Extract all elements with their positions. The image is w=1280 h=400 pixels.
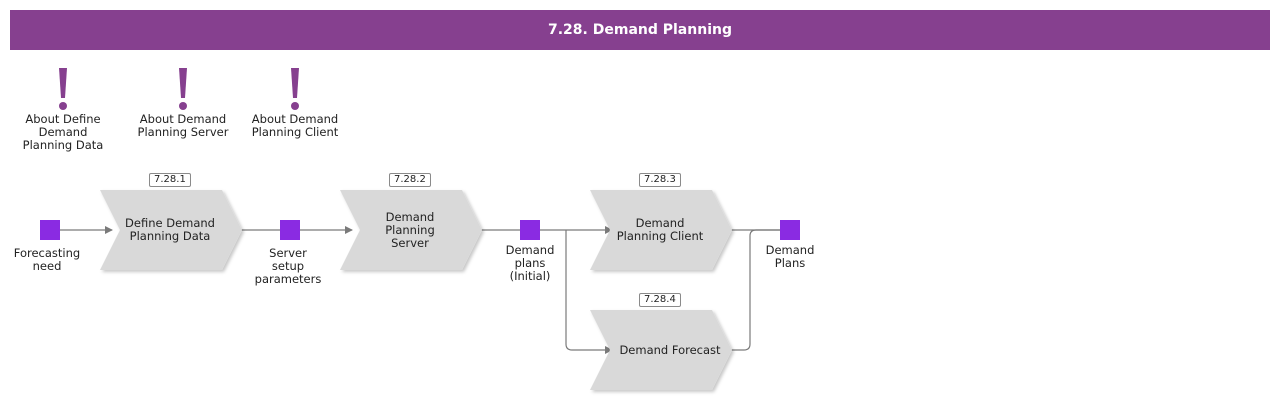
about-demand-planning-server-link[interactable]: About Demand Planning Server xyxy=(128,68,238,139)
process-demand-planning-client[interactable] xyxy=(590,190,732,270)
event-demand-plans[interactable] xyxy=(780,220,800,240)
process-id-badge: 7.28.4 xyxy=(639,293,681,307)
exclamation-icon xyxy=(179,68,187,110)
exclamation-icon xyxy=(291,68,299,110)
exclamation-icon xyxy=(59,68,67,110)
process-id-badge: 7.28.3 xyxy=(639,173,681,187)
event-label: Forecasting need xyxy=(13,246,81,273)
process-label: Demand Planning Client xyxy=(616,216,704,243)
process-demand-forecast[interactable] xyxy=(590,310,732,390)
about-link-label: About Demand Planning Server xyxy=(137,112,229,139)
about-demand-planning-client-link[interactable]: About Demand Planning Client xyxy=(240,68,350,139)
about-define-demand-planning-data-link[interactable]: About Define Demand Planning Data xyxy=(8,68,118,152)
event-label: Demand plans (Initial) xyxy=(505,243,555,283)
page-title: 7.28. Demand Planning xyxy=(10,10,1270,50)
process-label: Demand Forecast xyxy=(619,342,721,357)
event-demand-plans-initial[interactable] xyxy=(520,220,540,240)
process-label: Define Demand Planning Data xyxy=(125,216,215,243)
event-label: Server setup parameters xyxy=(254,246,322,286)
about-link-label: About Demand Planning Client xyxy=(251,112,339,139)
event-label: Demand Plans xyxy=(765,243,815,270)
connector xyxy=(565,230,613,354)
process-demand-planning-server[interactable] xyxy=(340,190,482,270)
event-server-setup-parameters[interactable] xyxy=(280,220,300,240)
event-forecasting-need[interactable] xyxy=(40,220,60,240)
process-id-badge: 7.28.1 xyxy=(149,173,191,187)
process-id-badge: 7.28.2 xyxy=(389,173,431,187)
connector xyxy=(728,229,780,351)
process-define-demand-planning-data[interactable] xyxy=(100,190,242,270)
about-link-label: About Define Demand Planning Data xyxy=(22,112,104,152)
process-label: Demand Planning Server xyxy=(385,209,435,250)
